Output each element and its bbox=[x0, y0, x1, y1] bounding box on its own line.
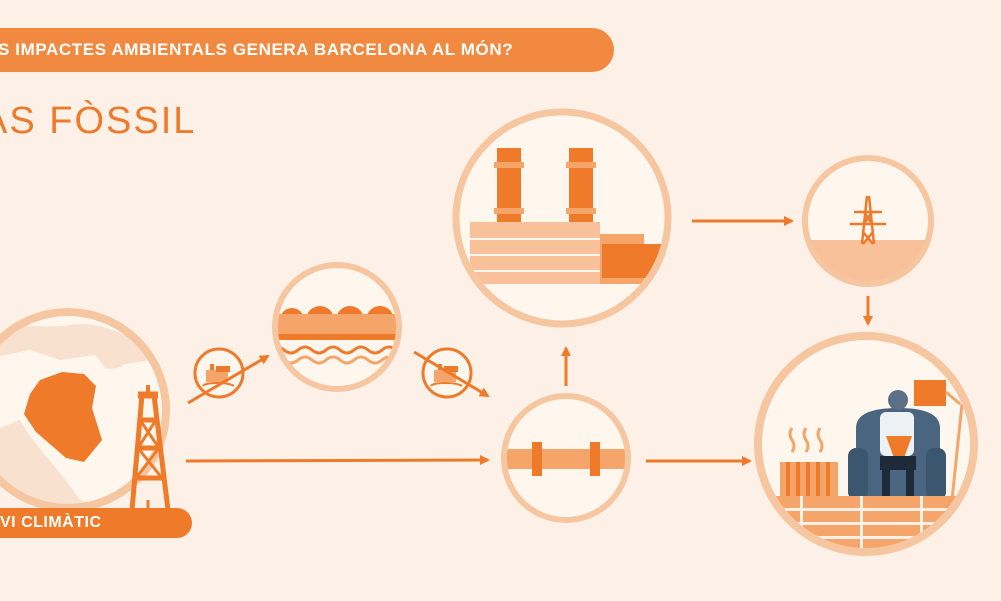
ship-transport-badge-2 bbox=[413, 347, 490, 399]
climate-change-badge: VI CLIMÀTIC bbox=[0, 508, 192, 538]
pipeline-icon bbox=[501, 393, 631, 523]
globe-map-icon bbox=[0, 308, 170, 512]
flow-arrows bbox=[185, 216, 873, 466]
title-banner: S IMPACTES AMBIENTALS GENERA BARCELONA A… bbox=[0, 28, 614, 72]
lng-tanker-ship-icon bbox=[272, 262, 402, 392]
ship-transport-badge-1 bbox=[187, 347, 270, 405]
arrow-derrick-to-pipeline bbox=[185, 455, 490, 466]
electricity-pylon-icon bbox=[802, 155, 934, 287]
home-heating-icon bbox=[754, 332, 978, 556]
power-plant-icon bbox=[452, 108, 672, 328]
section-heading: AS FÒSSIL bbox=[0, 100, 197, 142]
